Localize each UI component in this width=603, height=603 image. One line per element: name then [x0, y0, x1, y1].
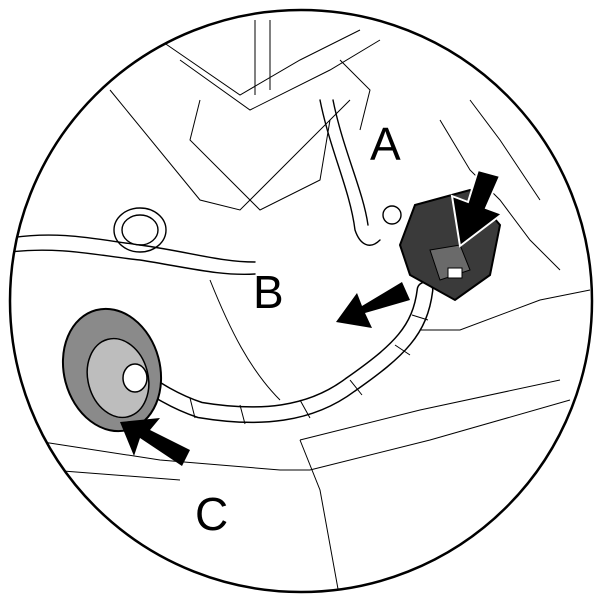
- detail-circle-border: [8, 8, 594, 594]
- label-b: B: [253, 266, 284, 318]
- illustration-background: [10, 20, 591, 592]
- grommet: [61, 307, 163, 433]
- arrow-c-icon: [120, 418, 190, 466]
- arrow-b-icon: [336, 282, 410, 328]
- arrow-a-icon: [450, 168, 505, 248]
- label-a: A: [370, 118, 401, 170]
- label-c: C: [195, 488, 228, 540]
